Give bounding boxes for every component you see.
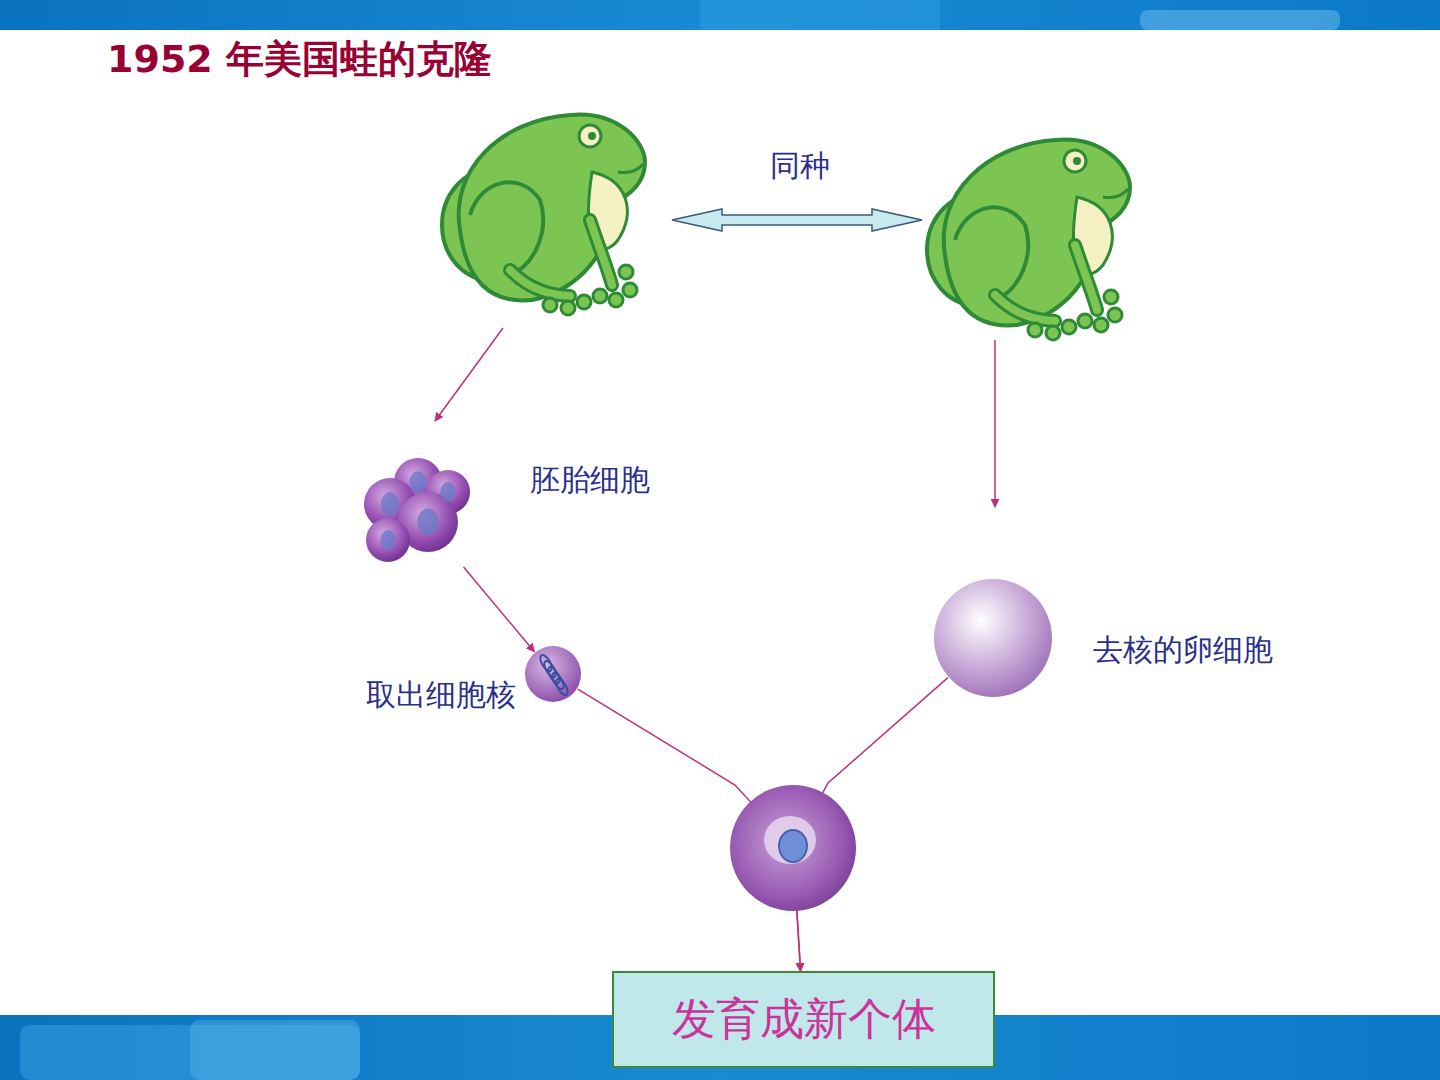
cell-highlight <box>764 816 816 864</box>
result-box: 发育成新个体 <box>612 971 995 1068</box>
chromatin <box>554 677 570 697</box>
leader-arrow <box>435 328 503 421</box>
node-label: 取出细胞核 <box>366 677 516 713</box>
box-text: 发育成新个体 <box>672 993 936 1046</box>
reconstructed-cell <box>730 785 856 911</box>
embryo-nucleus <box>380 530 395 550</box>
top-band-panel <box>1140 10 1340 30</box>
egg-picture <box>933 578 1053 698</box>
connector <box>464 567 535 652</box>
node-label: 去核的卵细胞 <box>1093 632 1273 668</box>
frog <box>442 114 645 315</box>
node-label: 胚胎细胞 <box>530 462 650 498</box>
top-band <box>0 0 1440 30</box>
egg-cell <box>934 579 1052 697</box>
egg-node: 去核的卵细胞 <box>933 578 1053 698</box>
cluster-node: 胚胎细胞 <box>348 452 483 567</box>
cluster-picture <box>348 452 483 567</box>
embryo-nucleus <box>418 509 439 536</box>
bottom-band-panel <box>190 1020 360 1080</box>
embryo-nucleus <box>440 482 455 502</box>
nucleus-node: 取出细胞核 <box>524 645 582 703</box>
nucleus <box>525 646 581 702</box>
annotation-label: 同种 <box>770 146 830 187</box>
embryo-cell <box>366 518 410 562</box>
embryo-nucleus <box>381 492 399 515</box>
embryo-nucleus <box>410 471 427 493</box>
nucleus-picture <box>524 645 582 703</box>
leader-arrow <box>994 340 996 507</box>
top-band-panel <box>700 0 940 30</box>
title: 1952 年美国蛙的克隆 <box>107 34 492 85</box>
transplanted-nucleus <box>779 830 807 862</box>
frog <box>927 139 1130 340</box>
double-arrow <box>672 209 922 231</box>
